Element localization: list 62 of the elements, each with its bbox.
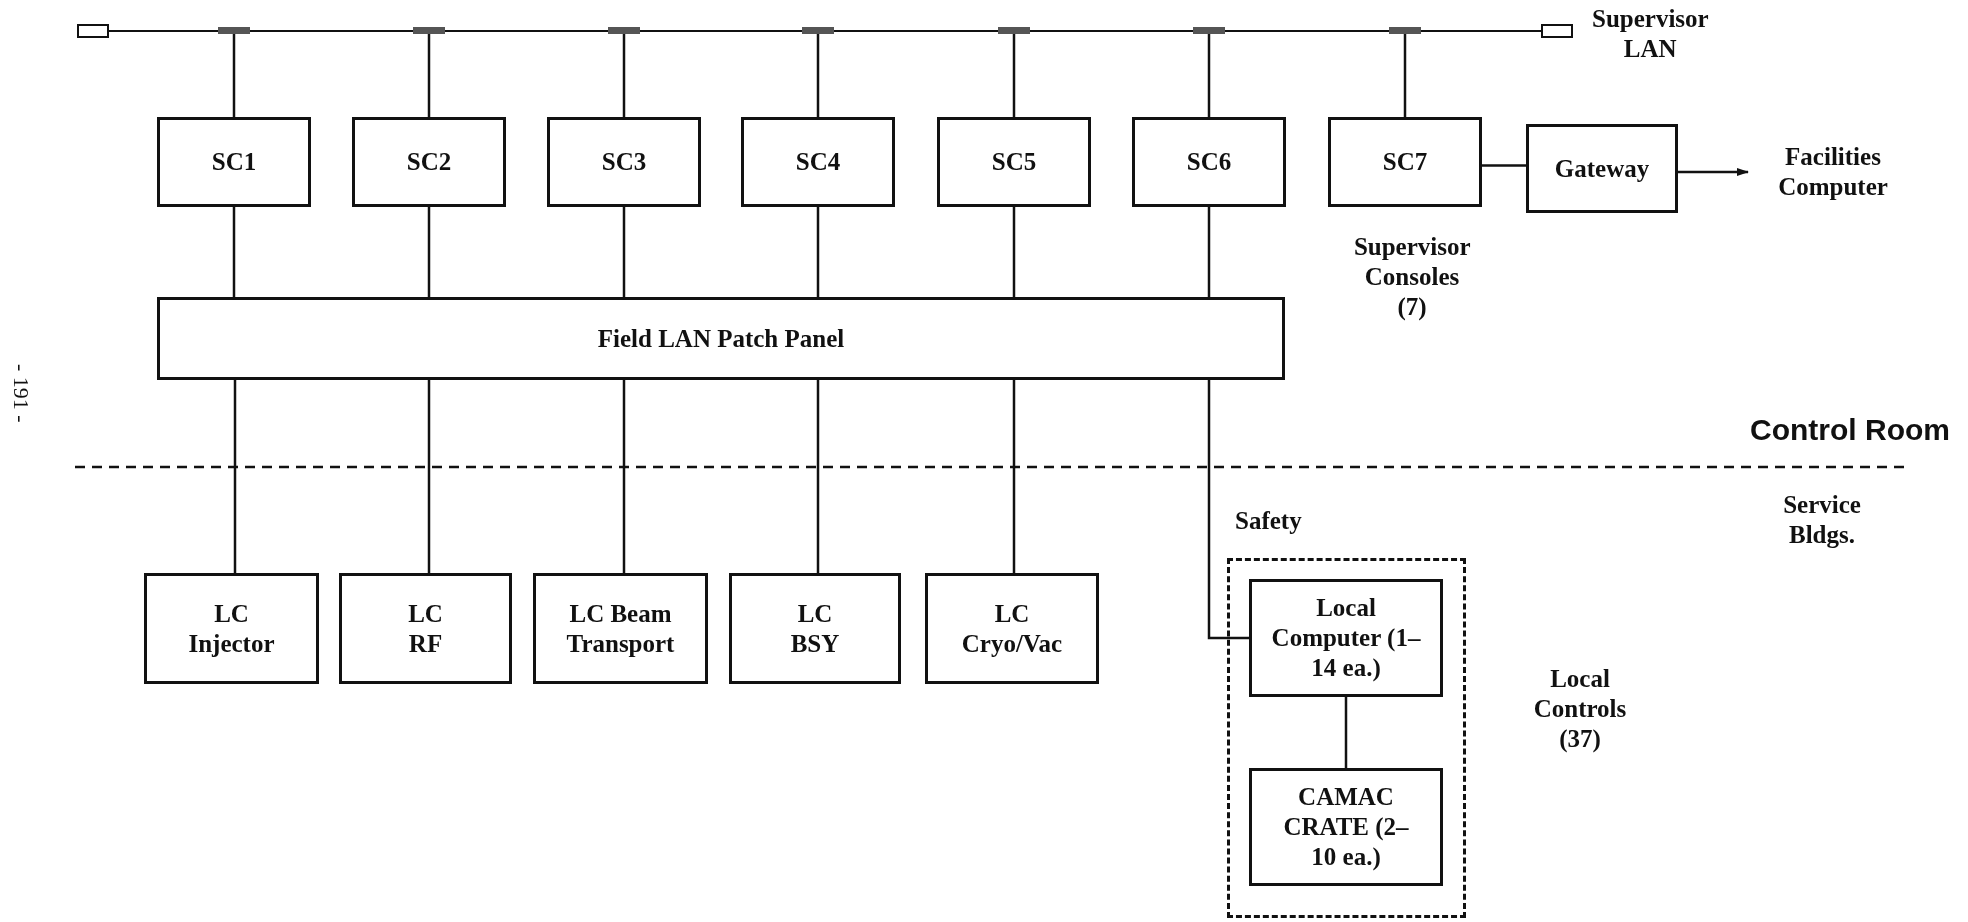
connector-line <box>816 380 820 573</box>
box-label: SC2 <box>406 147 452 177</box>
arrow <box>1678 168 1749 176</box>
connector-line <box>622 380 626 573</box>
connector-line <box>232 207 236 297</box>
connector-line <box>1482 164 1526 167</box>
process-box <box>547 117 701 207</box>
box-label: SC3 <box>601 147 647 177</box>
connector-line <box>1207 31 1211 117</box>
process-box <box>1526 124 1678 213</box>
connector-line <box>232 31 236 117</box>
process-box <box>1249 579 1443 697</box>
process-box <box>1328 117 1482 207</box>
process-box <box>144 573 319 684</box>
box-label: Local Computer (1–14 ea.) <box>1271 593 1421 683</box>
box-label: CAMAC CRATE (2–10 ea.) <box>1282 782 1410 872</box>
connector-line <box>1012 31 1016 117</box>
box-label: Field LAN Patch Panel <box>597 323 845 354</box>
process-box <box>339 573 512 684</box>
box-label: SC4 <box>795 147 841 177</box>
page-number: - 191 - <box>8 364 34 423</box>
connector-line <box>622 207 626 297</box>
process-box <box>925 573 1099 684</box>
connector-line <box>1207 207 1211 297</box>
connector-line <box>1344 697 1348 768</box>
zone-label: Control Room <box>1749 412 1950 448</box>
box-label: SC1 <box>211 147 257 177</box>
box-label: LC RF <box>408 598 443 659</box>
connector-line <box>622 31 626 117</box>
endpoint-label: Facilities Computer <box>1778 142 1888 202</box>
connector-line <box>1012 207 1016 297</box>
bus-label: Supervisor LAN <box>1592 4 1709 64</box>
annotation-label: Supervisor Consoles (7) <box>1353 232 1471 322</box>
connector-line <box>816 207 820 297</box>
zone-label: Service Bldgs. <box>1783 490 1861 550</box>
box-label: LC BSY <box>790 598 840 659</box>
box-label: Gateway <box>1554 153 1650 184</box>
process-box <box>1132 117 1286 207</box>
connector-line <box>427 380 431 573</box>
process-box <box>741 117 895 207</box>
process-box <box>729 573 901 684</box>
connector-line <box>1012 380 1016 573</box>
box-label: LC Injector <box>188 598 275 659</box>
connector-line <box>427 31 431 117</box>
process-box <box>1249 768 1443 886</box>
connector-line <box>1207 380 1249 640</box>
box-label: SC5 <box>991 147 1037 177</box>
box-label: SC6 <box>1186 147 1232 177</box>
process-box <box>157 297 1285 380</box>
process-box <box>157 117 311 207</box>
box-label: SC7 <box>1382 147 1428 177</box>
process-box <box>937 117 1091 207</box>
connector-line <box>427 207 431 297</box>
box-label: LC Beam Transport <box>566 598 675 659</box>
connector-line <box>816 31 820 117</box>
process-box <box>533 573 708 684</box>
group-heading: Safety <box>1235 506 1302 536</box>
annotation-label: Local Controls (37) <box>1533 664 1627 754</box>
process-box <box>352 117 506 207</box>
connector-line <box>1403 31 1407 117</box>
connector-line <box>233 380 237 573</box>
box-label: LC Cryo/Vac <box>961 598 1063 659</box>
